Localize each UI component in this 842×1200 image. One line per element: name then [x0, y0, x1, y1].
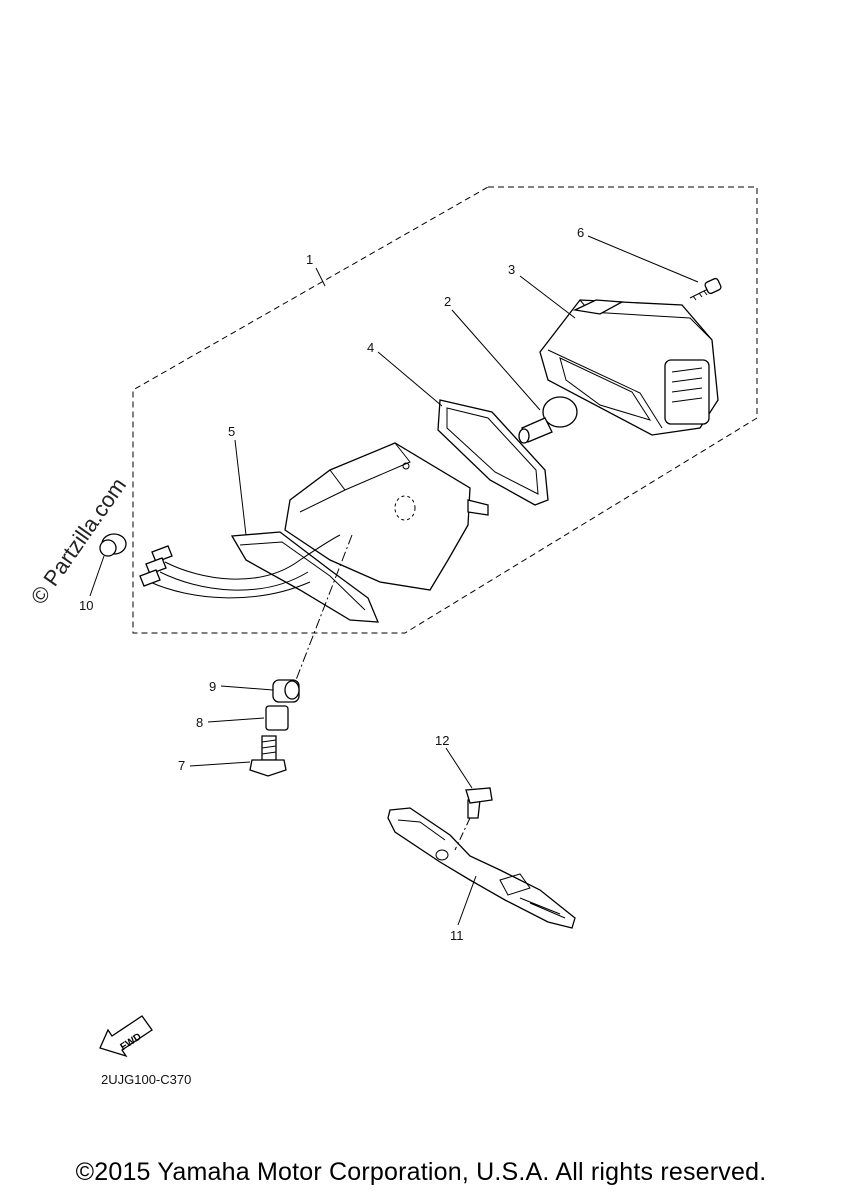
callout-9: 9: [209, 679, 216, 694]
leader-5: [234, 439, 247, 536]
assembly-axis-line: [295, 534, 353, 681]
callout-1: 1: [306, 252, 313, 267]
callout-10: 10: [79, 598, 93, 613]
callout-12: 12: [435, 733, 449, 748]
diagram-code: 2UJG100-C370: [101, 1072, 191, 1087]
leader-3: [519, 275, 576, 319]
leader-7: [189, 761, 251, 767]
part-gasket[interactable]: [437, 399, 549, 506]
callout-8: 8: [196, 715, 203, 730]
fwd-arrow-icon: FWD: [99, 1015, 153, 1058]
part-bolt-7[interactable]: [249, 735, 287, 777]
part-lens-housing[interactable]: [539, 299, 719, 436]
leader-12: [445, 747, 473, 789]
leader-11: [457, 875, 477, 926]
copyright-notice: ©2015 Yamaha Motor Corporation, U.S.A. A…: [75, 1158, 767, 1186]
leader-6: [587, 235, 699, 283]
part-grommet-9[interactable]: [272, 679, 300, 703]
part-spacer-8[interactable]: [265, 705, 289, 731]
callout-3: 3: [508, 262, 515, 277]
callout-5: 5: [228, 424, 235, 439]
part-socket-base[interactable]: [139, 442, 489, 623]
part-bracket-11[interactable]: [387, 807, 576, 929]
leader-1: [315, 267, 326, 287]
leader-12-axis: [454, 817, 471, 851]
callout-11: 11: [450, 928, 464, 943]
part-screw-6[interactable]: [689, 277, 722, 301]
assembly-boundary: [132, 186, 758, 634]
leader-8: [207, 717, 265, 723]
leader-9: [220, 685, 274, 691]
callout-6: 6: [577, 225, 584, 240]
callout-2: 2: [444, 294, 451, 309]
part-grommet-10[interactable]: [99, 533, 127, 557]
leader-2: [451, 309, 541, 411]
leader-4: [377, 351, 443, 407]
callout-7: 7: [178, 758, 185, 773]
leader-10: [89, 555, 105, 597]
part-bulb[interactable]: [518, 396, 578, 444]
part-bolt-12[interactable]: [465, 787, 493, 819]
callout-4: 4: [367, 340, 374, 355]
